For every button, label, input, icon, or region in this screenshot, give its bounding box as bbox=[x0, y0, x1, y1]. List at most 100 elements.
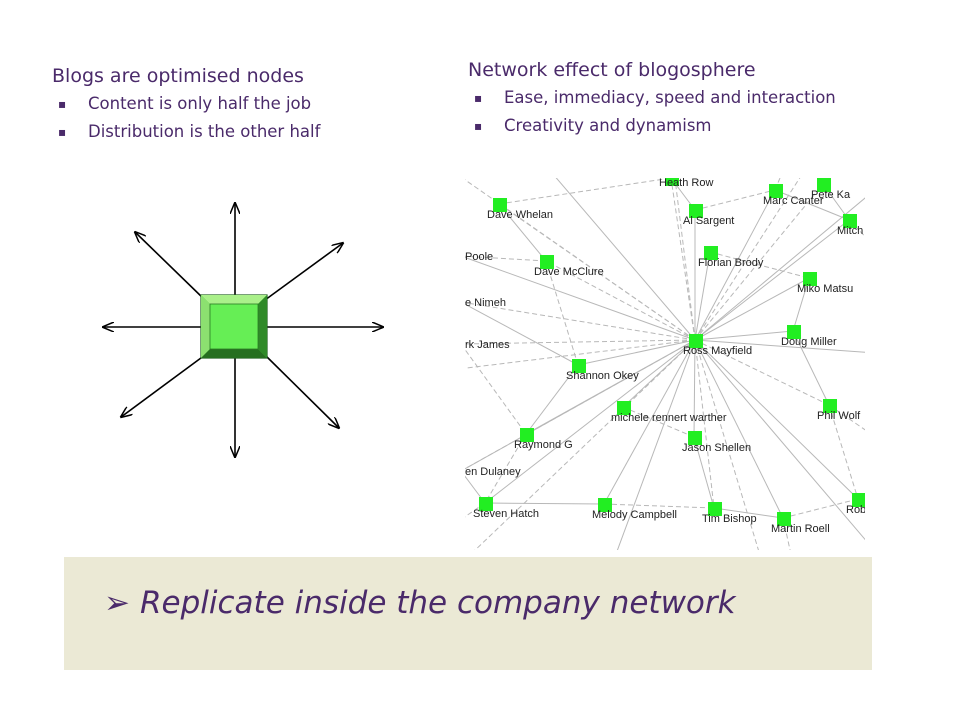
network-node-label: Shannon Okey bbox=[566, 370, 639, 382]
network-edge bbox=[465, 303, 579, 366]
network-node-icon bbox=[843, 214, 857, 228]
network-node-label: Phil Wolf bbox=[817, 410, 861, 422]
network-edge bbox=[465, 502, 486, 518]
network-edge bbox=[498, 203, 547, 262]
network-edge bbox=[694, 339, 865, 541]
central-node-icon bbox=[200, 294, 268, 359]
network-node-icon bbox=[617, 401, 631, 415]
network-edges bbox=[465, 178, 865, 550]
network-edge bbox=[603, 503, 715, 509]
network-edge bbox=[713, 507, 784, 519]
network-node-label: Heath Row bbox=[659, 178, 713, 189]
network-edge bbox=[465, 256, 696, 341]
network-node-label: Poole bbox=[465, 251, 493, 263]
network-node-icon bbox=[704, 246, 718, 260]
network-node-label: e Nimeh bbox=[465, 297, 506, 309]
network-edge bbox=[694, 339, 759, 550]
bullet-icon: ▪ bbox=[58, 125, 67, 139]
network-node-label: Doug Miller bbox=[781, 336, 837, 348]
left-bullet-text: Content is only half the job bbox=[88, 94, 312, 113]
network-node-icon bbox=[852, 493, 865, 507]
left-bullet-text: Distribution is the other half bbox=[88, 122, 321, 141]
network-node-label: Raymond G bbox=[514, 439, 573, 451]
network-node-label: Tim Bishop bbox=[702, 513, 757, 525]
network-node-label: Marc Canter bbox=[763, 195, 824, 207]
network-node-label: Ross Mayfield bbox=[683, 345, 752, 357]
arrow-down-left bbox=[121, 354, 206, 417]
network-edge bbox=[674, 178, 696, 341]
network-node-label: Rob bbox=[846, 504, 865, 516]
star-node-diagram bbox=[95, 195, 395, 470]
network-edge bbox=[465, 339, 696, 369]
network-node-label: Dave McClure bbox=[534, 266, 604, 278]
network-edge bbox=[693, 436, 715, 509]
right-bullet-list: ▪Ease, immediacy, speed and interaction … bbox=[468, 88, 888, 136]
network-node-icon bbox=[572, 359, 586, 373]
network-node-icon bbox=[817, 178, 831, 192]
network-edge bbox=[694, 277, 810, 341]
network-node-icon bbox=[708, 502, 722, 516]
network-edge bbox=[694, 339, 784, 519]
network-edge bbox=[484, 433, 527, 504]
network-node-label: Dave Whelan bbox=[487, 209, 553, 221]
network-edge bbox=[694, 339, 865, 353]
network-edge bbox=[616, 339, 696, 550]
network-node-label: Steven Hatch bbox=[473, 508, 539, 520]
network-node-icon bbox=[479, 497, 493, 511]
network-edge bbox=[694, 251, 711, 341]
network-node-icon bbox=[769, 184, 783, 198]
network-edge bbox=[828, 404, 859, 500]
network-edge bbox=[603, 339, 696, 505]
right-bullet-text: Creativity and dynamism bbox=[504, 116, 712, 135]
network-edge bbox=[792, 277, 810, 332]
network-node-label: Jason Shellen bbox=[682, 442, 751, 454]
network-node-label: en Dulaney bbox=[465, 466, 521, 478]
network-node-label: Miko Matsu bbox=[797, 283, 853, 295]
left-column: Blogs are optimised nodes ▪Content is on… bbox=[52, 64, 432, 150]
network-node-icon bbox=[598, 498, 612, 512]
network-edge bbox=[465, 339, 696, 470]
network-node-icon bbox=[688, 431, 702, 445]
network-edge bbox=[465, 339, 696, 345]
right-bullet-item: ▪ Creativity and dynamism bbox=[468, 116, 888, 136]
network-edge bbox=[545, 260, 696, 341]
network-edge bbox=[694, 189, 776, 341]
network-edge bbox=[782, 498, 859, 519]
network-edge bbox=[670, 178, 696, 341]
network-edge bbox=[694, 339, 830, 406]
bullet-icon: ▪ bbox=[474, 119, 483, 133]
arrow-up-right bbox=[264, 243, 343, 301]
network-edge bbox=[474, 339, 696, 550]
network-node-icon bbox=[689, 334, 703, 348]
callout-line: ➢Replicate inside the company network bbox=[104, 585, 736, 621]
network-edge bbox=[577, 339, 696, 366]
arrow-down-right bbox=[264, 354, 339, 428]
network-node-label: Pete Ka bbox=[811, 189, 851, 201]
network-node-icon bbox=[689, 204, 703, 218]
right-bullet-text: Ease, immediacy, speed and interaction bbox=[504, 88, 836, 107]
network-edge bbox=[694, 189, 776, 211]
network-node-label: michele rennert warther bbox=[611, 412, 727, 424]
network-edge bbox=[465, 348, 527, 435]
network-edge bbox=[848, 219, 865, 238]
callout-box: ➢Replicate inside the company network bbox=[64, 557, 872, 670]
network-edge bbox=[782, 517, 791, 550]
network-node-icon bbox=[520, 428, 534, 442]
network-node-label: Melody Campbell bbox=[592, 509, 677, 521]
network-edge bbox=[694, 183, 824, 341]
network-node-icon bbox=[823, 399, 837, 413]
network-node-icon bbox=[803, 272, 817, 286]
right-bullet-item: ▪Ease, immediacy, speed and interaction bbox=[468, 88, 888, 108]
left-bullet-item: ▪Content is only half the job bbox=[52, 94, 432, 114]
right-column: Network effect of blogosphere ▪Ease, imm… bbox=[468, 58, 888, 144]
network-edge bbox=[555, 178, 696, 341]
network-edge bbox=[694, 339, 859, 500]
arrow-bullet-icon: ➢ bbox=[104, 585, 130, 621]
network-edge bbox=[694, 330, 794, 341]
arrow-group bbox=[103, 203, 383, 457]
network-edge bbox=[622, 406, 695, 438]
network-edge bbox=[792, 330, 830, 406]
